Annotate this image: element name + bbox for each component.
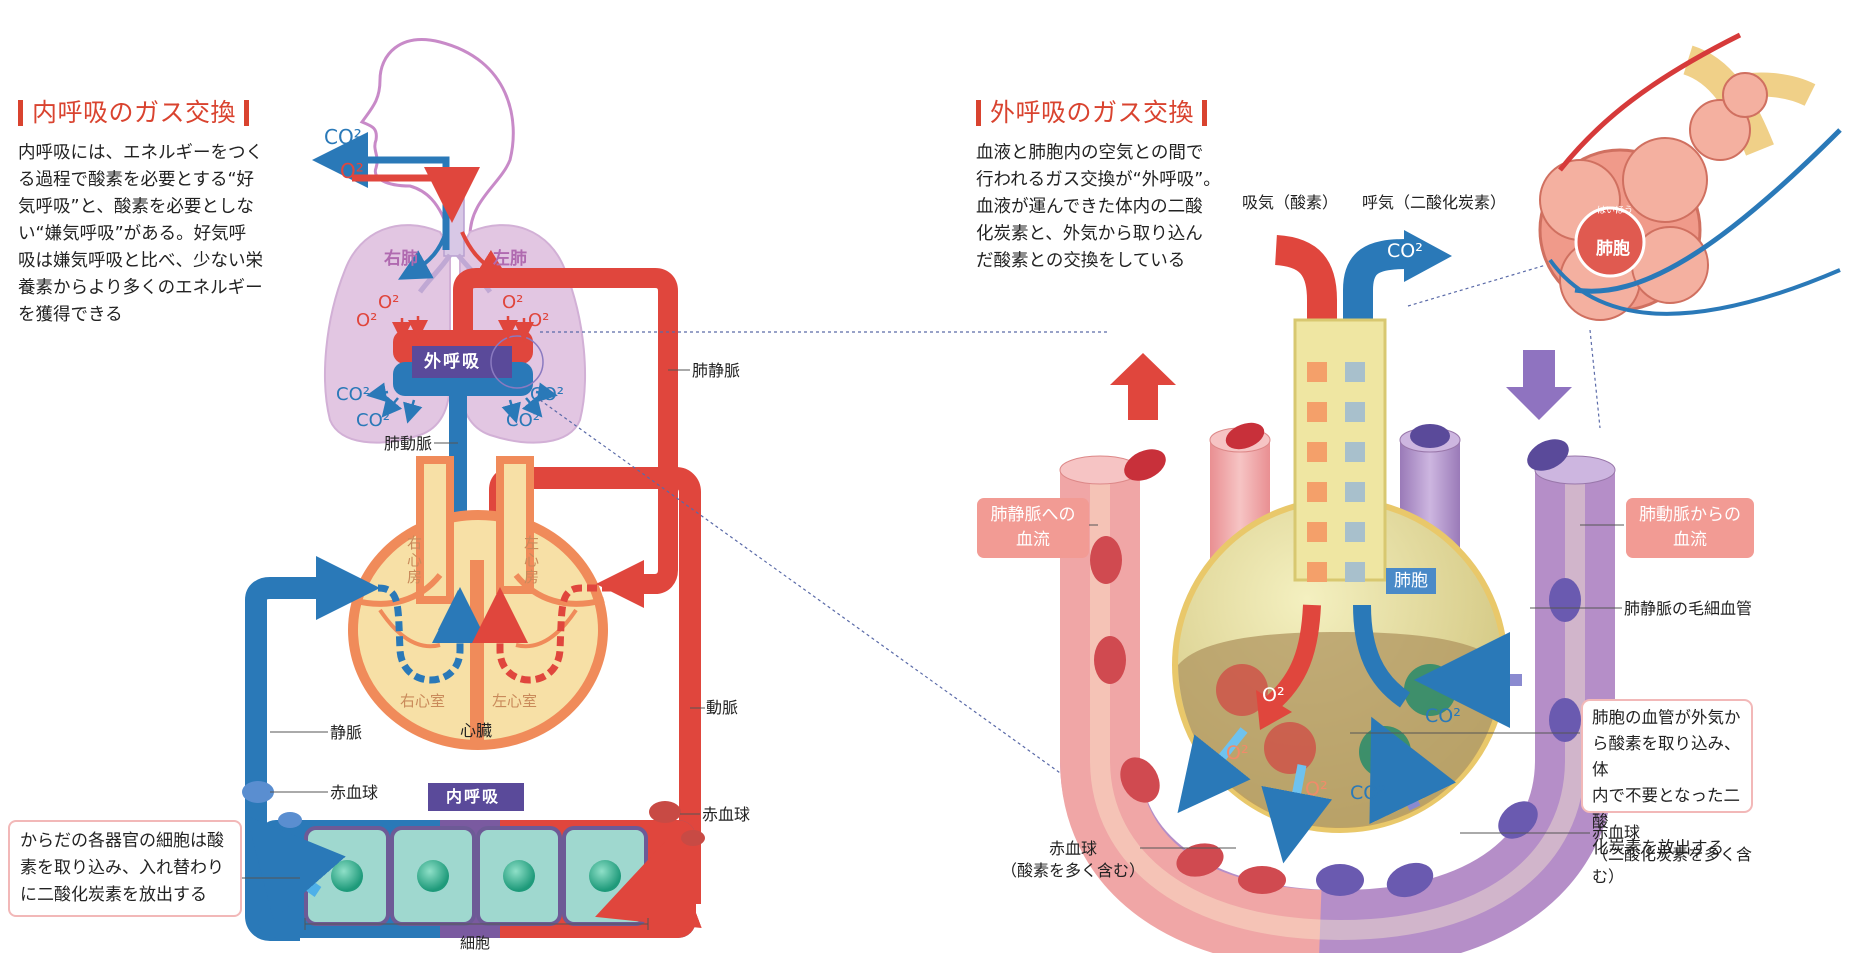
left-leader-lines bbox=[216, 369, 705, 930]
rbc-artery-2 bbox=[681, 830, 705, 846]
alveolus-co2-arrow bbox=[1353, 604, 1411, 708]
alveolus-co2-label-2: CO² bbox=[1350, 782, 1386, 804]
right-heading: 外呼吸のガス交換 bbox=[976, 100, 1207, 126]
co2-top-label: CO² bbox=[324, 125, 362, 149]
cell-co2-arrow bbox=[246, 815, 346, 920]
heart-label: 心臓 bbox=[460, 721, 493, 740]
alveolus-interior bbox=[1178, 632, 1502, 828]
inset-connector-1 bbox=[1407, 264, 1547, 307]
alveolus-o2-label-3: O² bbox=[1305, 778, 1328, 800]
alveolus-inset bbox=[1538, 32, 1842, 321]
alveolus-label: 肺胞 bbox=[1386, 568, 1436, 594]
lung-gas-arrows bbox=[366, 316, 558, 424]
inhale-label: 吸気（酸素） bbox=[1242, 193, 1339, 212]
right-paragraph: 血液と肺胞内の空気との間で 行われるガス交換が“外呼吸”。 血液が運んできた体内… bbox=[976, 143, 1221, 271]
duct-squares bbox=[1307, 362, 1365, 582]
connector-bottom bbox=[539, 399, 1071, 781]
lung-co2-label-1: CO² bbox=[336, 384, 370, 405]
rbc-right-label: 赤血球 bbox=[702, 805, 751, 824]
pulmonary-artery-label: 肺動脈 bbox=[384, 434, 433, 453]
lung-co2-label-3: CO² bbox=[530, 384, 564, 405]
vein-label: 静脈 bbox=[330, 723, 363, 742]
rbc-co2-label: 赤血球 （二酸化炭素を多く含 む） bbox=[1592, 823, 1753, 886]
alveolus-o2-arrow bbox=[1264, 604, 1321, 712]
to-pulmonary-vein-label: 肺静脈への 血流 bbox=[977, 498, 1089, 558]
rbc-left-label: 赤血球 bbox=[330, 783, 379, 802]
right-lung-label: 右肺 bbox=[384, 249, 418, 269]
left-ventricle-label: 左心室 bbox=[492, 692, 538, 710]
pulmonary-vein-vessel bbox=[453, 268, 678, 594]
to-vein-arrow bbox=[1110, 353, 1176, 420]
lung-o2-label-2: O² bbox=[356, 310, 378, 331]
right-callout-box bbox=[1581, 699, 1753, 813]
lung-o2-label-4: O² bbox=[528, 310, 550, 331]
lung-co2-label-2: CO² bbox=[356, 410, 390, 431]
right-leader-lines bbox=[1074, 524, 1624, 849]
right-callout-text: 肺胞の血管が外気か ら酸素を取り込み、体 内で不要となった二酸 化炭素を放出する bbox=[1592, 708, 1741, 857]
external-respiration-badge bbox=[412, 346, 512, 378]
exhale-arrowhead bbox=[1404, 230, 1452, 282]
from-pulmonary-artery-label: 肺動脈からの 血流 bbox=[1626, 498, 1754, 558]
external-respiration-label: 外呼吸 bbox=[424, 352, 481, 372]
o2-sphere-1 bbox=[1216, 664, 1268, 716]
capillary-rbcs bbox=[1090, 422, 1581, 898]
alveolus-co2-label-1: CO² bbox=[1425, 705, 1461, 727]
capillary-label: 肺静脈の毛細血管 bbox=[1624, 599, 1753, 618]
internal-respiration-badge bbox=[428, 783, 524, 811]
exhale-label: 呼気（二酸化炭素） bbox=[1362, 193, 1507, 212]
alveolus-o2-label-2: O² bbox=[1226, 742, 1249, 764]
o2-out-arrow-2 bbox=[1261, 764, 1333, 864]
exhale-co2-label: CO² bbox=[1387, 240, 1423, 262]
inset-connector-2 bbox=[1589, 329, 1601, 429]
o2-out-arrow-1 bbox=[1177, 727, 1251, 814]
o2-sphere-2 bbox=[1264, 722, 1316, 774]
cells bbox=[304, 826, 648, 926]
bronchus-co2-arrow bbox=[398, 231, 448, 280]
o2-inhale-arrow bbox=[352, 167, 480, 223]
artery-label: 動脈 bbox=[706, 698, 739, 717]
left-atrium-label: 左心房 bbox=[524, 534, 540, 586]
alveolus-inset-furigana: はいほう bbox=[1597, 206, 1634, 216]
alveolus-inset-label: 肺胞 bbox=[1596, 239, 1630, 259]
rbc-vein-2 bbox=[278, 812, 302, 828]
left-heading: 内呼吸のガス交換 bbox=[18, 100, 249, 126]
inhale-arrow bbox=[1274, 235, 1337, 338]
exhale-arrow bbox=[1343, 239, 1407, 338]
cell-o2-arrow bbox=[595, 838, 702, 929]
lung-o2-label-1: O² bbox=[378, 292, 400, 313]
internal-respiration-label: 内呼吸 bbox=[446, 787, 501, 806]
heart bbox=[348, 456, 608, 750]
rbc-vein-1 bbox=[242, 781, 274, 803]
cells-label: 細胞 bbox=[460, 934, 491, 952]
right-ventricle-label: 右心室 bbox=[400, 692, 446, 710]
from-artery-arrow bbox=[1506, 350, 1572, 420]
pulmonary-vein-label: 肺静脈 bbox=[692, 361, 741, 380]
capillary-tube-sheen bbox=[1090, 470, 1585, 941]
lung-o2-label-3: O² bbox=[502, 292, 524, 313]
co2-in-arrow-2 bbox=[1369, 716, 1457, 825]
alveolus-o2-label: O² bbox=[1262, 684, 1285, 706]
o2-top-label: O² bbox=[340, 159, 364, 183]
head-outline bbox=[359, 38, 515, 237]
left-paragraph: 内呼吸には、エネルギーをつく る過程で酸素を必要とする“好 気呼吸”と、酸素を必… bbox=[18, 143, 263, 325]
right-atrium-label: 右心房 bbox=[407, 534, 423, 586]
capillary-tube-pink bbox=[1060, 470, 1322, 953]
alveolus-o2-arrowhead bbox=[1256, 690, 1292, 730]
lung-co2-label-4: CO² bbox=[506, 410, 540, 431]
left-lung-label: 左肺 bbox=[493, 249, 527, 269]
rbc-artery-1 bbox=[649, 801, 681, 823]
rbc-oxy-label: 赤血球 （酸素を多く含む） bbox=[1000, 839, 1145, 880]
left-callout: からだの各器官の細胞は酸 素を取り込み、入れ替わり に二酸化炭素を放出する bbox=[8, 820, 242, 917]
